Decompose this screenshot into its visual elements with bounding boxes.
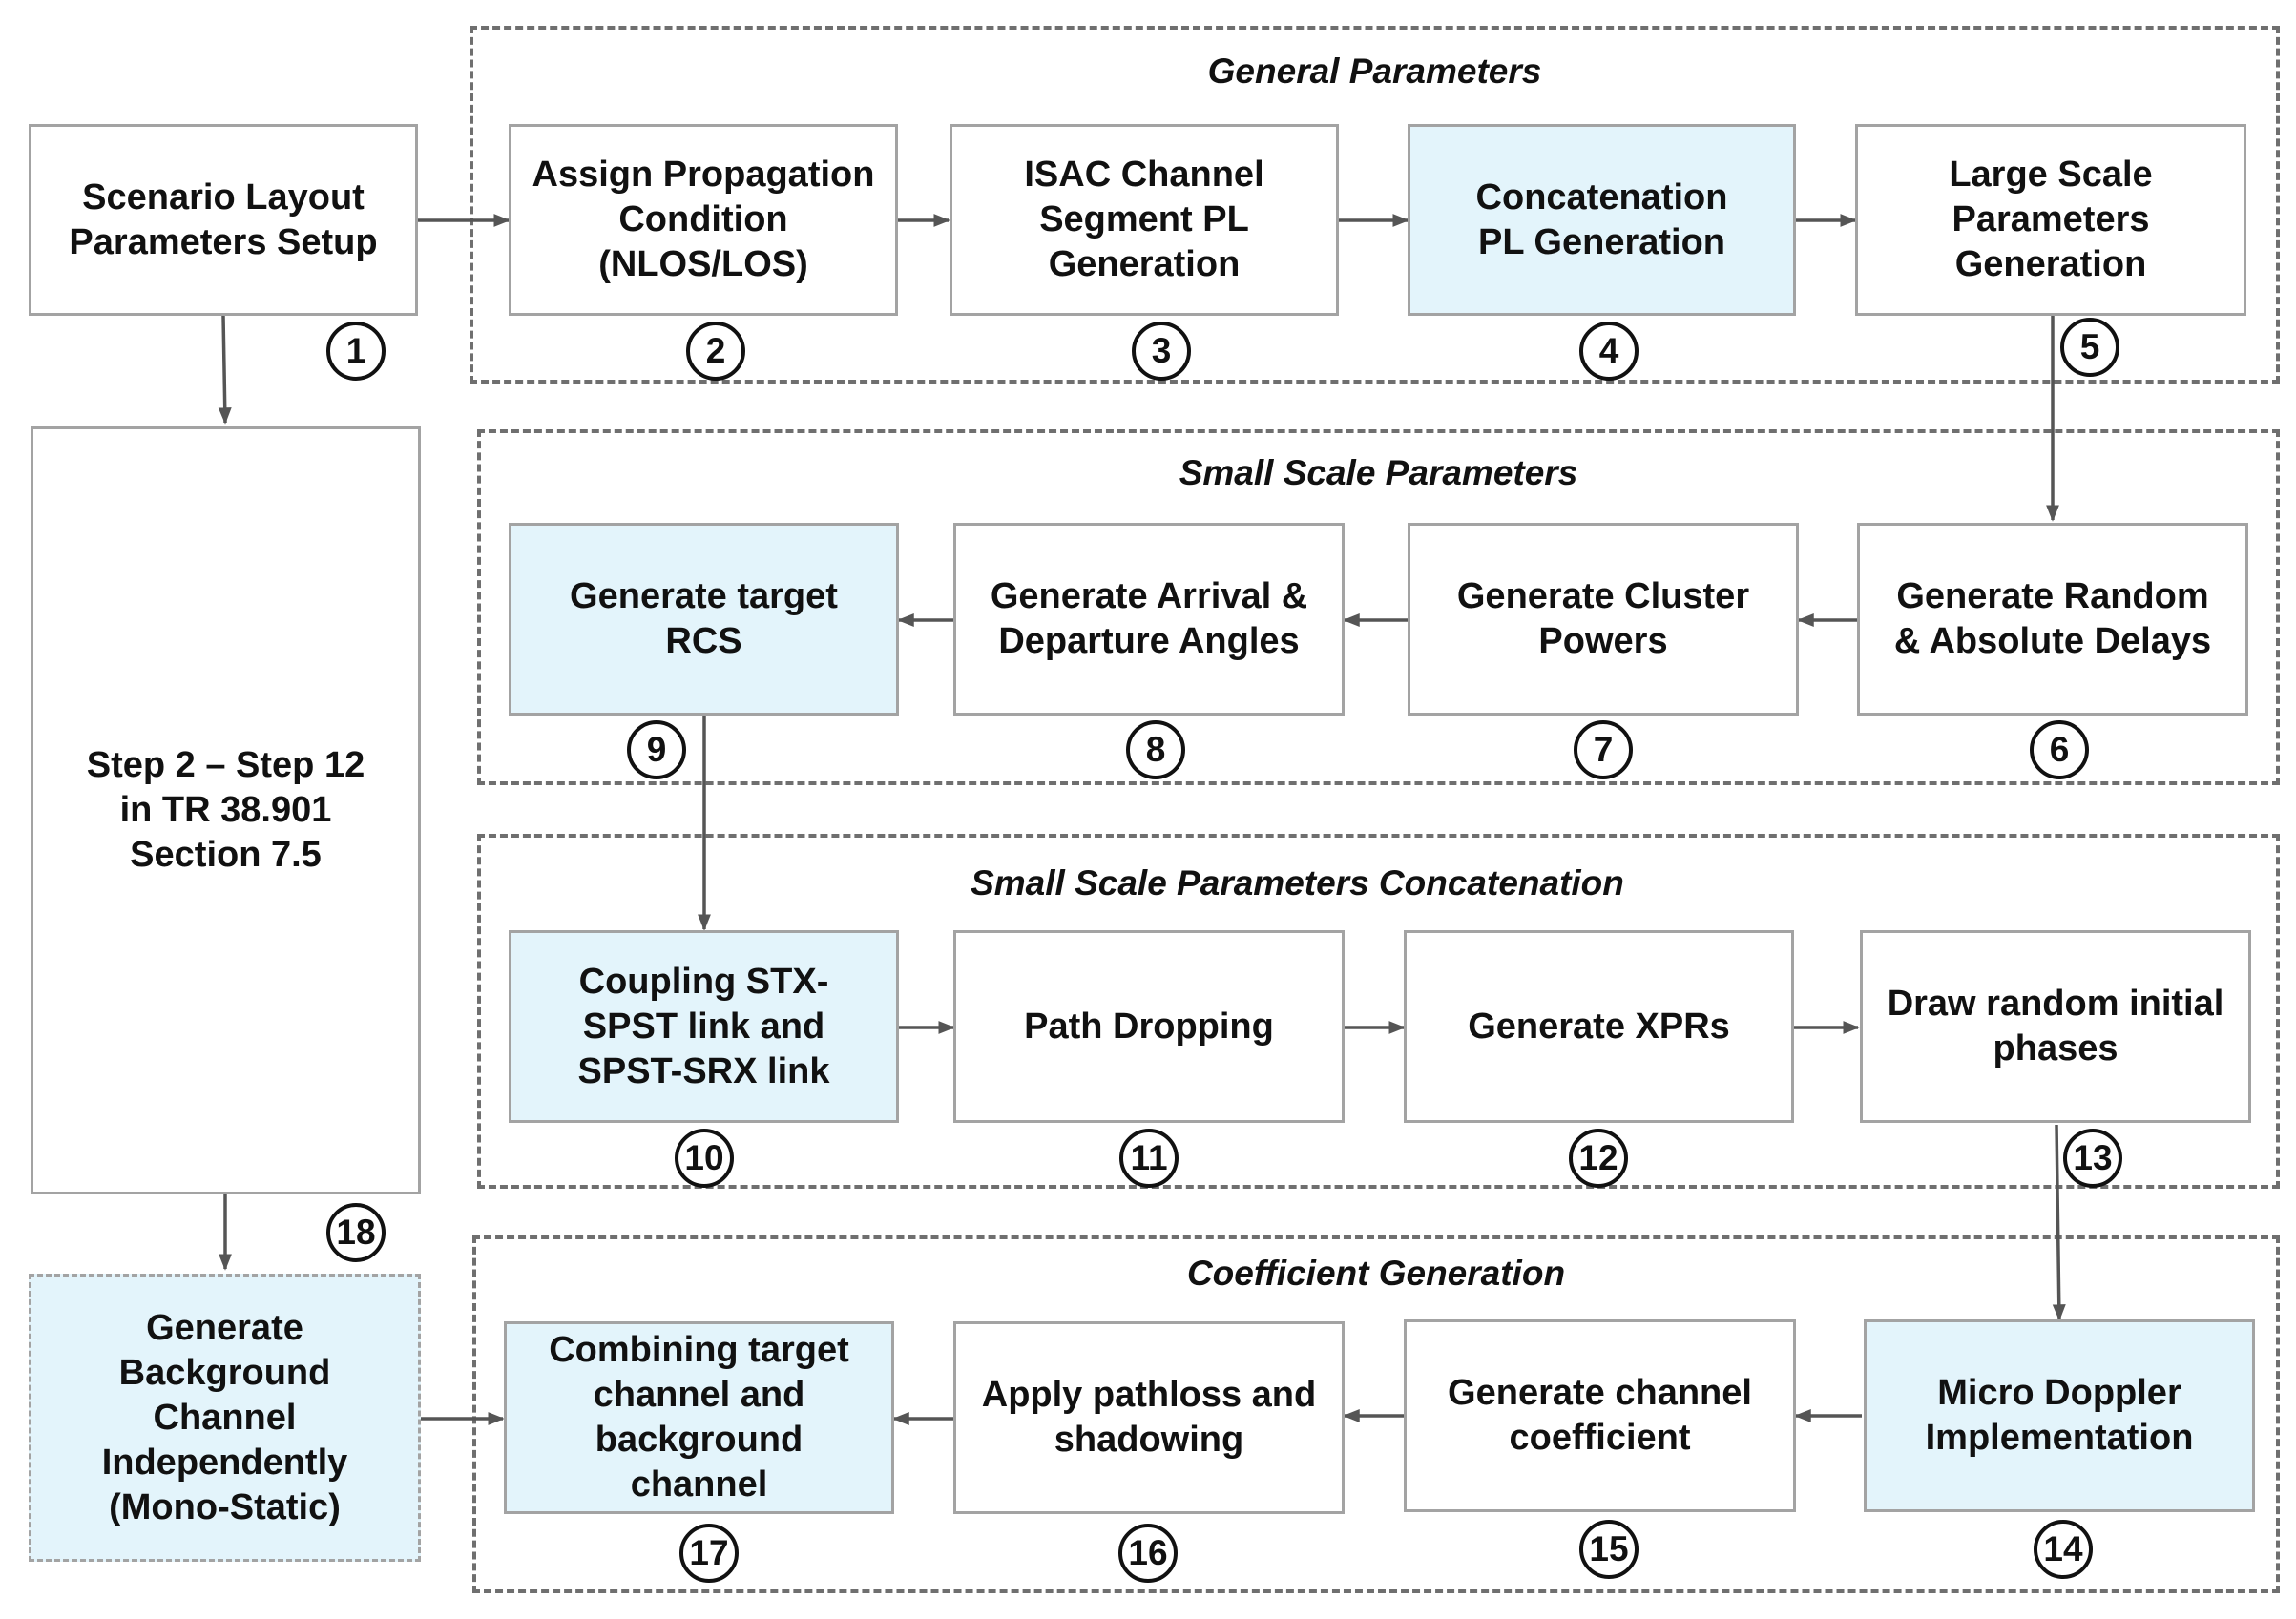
step-number-3: 3 [1132,322,1191,381]
arrow-1-to-step2-12 [218,315,232,425]
step-number-10: 10 [675,1129,734,1188]
step-number-14: 14 [2034,1520,2093,1579]
step-2-12-box: Step 2 – Step 12 in TR 38.901 Section 7.… [31,426,421,1194]
combining-channel-label: Combining target channel and background … [549,1330,849,1505]
background-channel-label: Generate Background Channel Independentl… [101,1307,348,1527]
step-number-18: 18 [326,1203,386,1262]
step-number-2: 2 [686,322,745,381]
step-number-12: 12 [1569,1129,1628,1188]
random-absolute-delays-box: Generate Random & Absolute Delays [1857,523,2248,716]
concatenation-pl-label: Concatenation PL Generation [1475,176,1728,262]
propagation-condition-label: Assign Propagation Condition (NLOS/LOS) [532,155,875,284]
step-number-11: 11 [1119,1129,1179,1188]
pathloss-shadowing-label: Apply pathloss and shadowing [981,1375,1317,1460]
target-rcs-label: Generate target RCS [570,576,838,661]
group-small-scale-parameters: Small Scale Parameters [477,429,2280,785]
scenario-layout-box: Scenario Layout Parameters Setup [29,124,418,316]
large-scale-parameters-box: Large Scale Parameters Generation [1855,124,2246,316]
group-small-scale-concatenation: Small Scale Parameters Concatenation [477,834,2280,1189]
concatenation-pl-box: Concatenation PL Generation [1408,124,1796,316]
group-title-small-scale-parameters: Small Scale Parameters [1179,453,1578,492]
scenario-layout-label: Scenario Layout Parameters Setup [69,176,378,262]
step-number-16: 16 [1118,1524,1178,1583]
micro-doppler-box: Micro Doppler Implementation [1864,1319,2255,1512]
path-dropping-box: Path Dropping [953,930,1345,1123]
group-general-parameters: General Parameters [470,26,2280,384]
step-number-4: 4 [1579,322,1639,381]
combining-channel-box: Combining target channel and background … [504,1321,894,1514]
coupling-links-box: Coupling STX- SPST link and SPST-SRX lin… [509,930,899,1123]
step-number-7: 7 [1574,720,1633,779]
step-2-12-label: Step 2 – Step 12 in TR 38.901 Section 7.… [86,745,365,875]
isac-segment-pl-box: ISAC Channel Segment PL Generation [950,124,1339,316]
micro-doppler-label: Micro Doppler Implementation [1925,1373,2194,1458]
channel-coefficient-label: Generate channel coefficient [1448,1373,1752,1458]
random-absolute-delays-label: Generate Random & Absolute Delays [1893,576,2212,661]
step-number-17: 17 [679,1524,739,1583]
arrival-departure-angles-box: Generate Arrival & Departure Angles [953,523,1345,716]
pathloss-shadowing-box: Apply pathloss and shadowing [953,1321,1345,1514]
channel-coefficient-box: Generate channel coefficient [1404,1319,1796,1512]
step-number-6: 6 [2030,720,2089,779]
random-initial-phases-label: Draw random initial phases [1887,984,2224,1069]
group-title-small-scale-concatenation: Small Scale Parameters Concatenation [971,863,1624,903]
background-channel-box: Generate Background Channel Independentl… [29,1274,421,1562]
group-title-general-parameters: General Parameters [1207,52,1542,91]
cluster-powers-label: Generate Cluster Powers [1456,576,1750,661]
arrival-departure-angles-label: Generate Arrival & Departure Angles [990,576,1308,661]
group-coefficient-generation: Coefficient Generation [472,1235,2280,1593]
isac-segment-pl-label: ISAC Channel Segment PL Generation [1024,155,1264,284]
large-scale-parameters-label: Large Scale Parameters Generation [1949,155,2153,284]
target-rcs-box: Generate target RCS [509,523,899,716]
step-number-9: 9 [627,720,686,779]
path-dropping-label: Path Dropping [1024,1006,1274,1047]
propagation-condition-box: Assign Propagation Condition (NLOS/LOS) [509,124,898,316]
generate-xprs-box: Generate XPRs [1404,930,1794,1123]
arrow-13-to-14 [2052,1124,2066,1321]
random-initial-phases-box: Draw random initial phases [1860,930,2251,1123]
group-title-coefficient-generation: Coefficient Generation [1186,1254,1566,1293]
step-number-13: 13 [2063,1129,2122,1188]
step-number-15: 15 [1579,1520,1639,1579]
step-number-5: 5 [2060,318,2119,377]
cluster-powers-box: Generate Cluster Powers [1408,523,1799,716]
step-number-1: 1 [326,322,386,381]
step-number-8: 8 [1126,720,1185,779]
generate-xprs-label: Generate XPRs [1468,1006,1730,1047]
coupling-links-label: Coupling STX- SPST link and SPST-SRX lin… [577,961,830,1091]
